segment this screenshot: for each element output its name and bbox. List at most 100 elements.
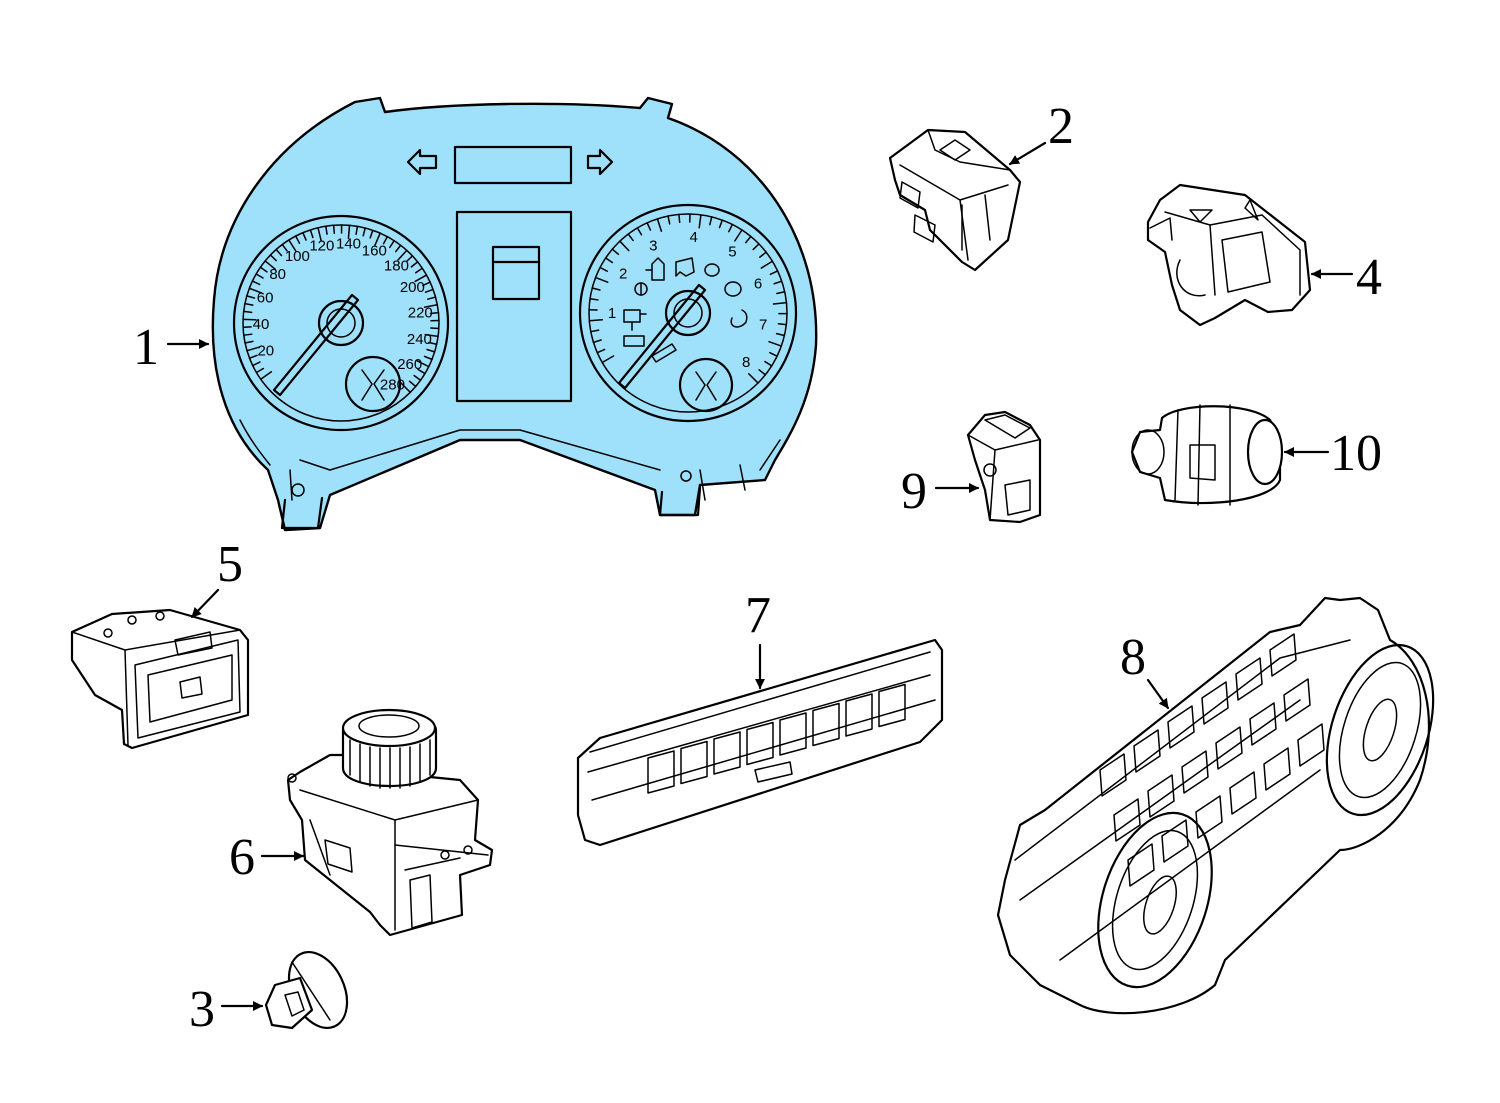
gauge-tick xyxy=(397,249,408,261)
gauge-tick xyxy=(424,333,439,338)
small-switch-9[interactable] xyxy=(966,410,1042,524)
gauge-tick xyxy=(355,225,359,236)
switch-module-2[interactable] xyxy=(888,128,1022,272)
gauge-tick xyxy=(423,304,439,308)
panel-button xyxy=(1127,843,1155,887)
gauge-tick xyxy=(775,332,786,337)
gauge-tick xyxy=(426,348,436,353)
gauge-tick xyxy=(294,235,301,244)
gauge-tick xyxy=(259,266,268,273)
gauge-tick xyxy=(604,257,614,264)
panel-button xyxy=(812,702,840,747)
push-clip-3[interactable] xyxy=(264,943,358,1037)
gauge-tick xyxy=(288,239,297,252)
gauge-tick xyxy=(243,333,253,336)
top-display xyxy=(453,145,573,185)
connector-block-4[interactable] xyxy=(1146,183,1312,327)
gauge-tick xyxy=(389,239,395,249)
gauge-tick xyxy=(601,355,615,364)
gauge-tick xyxy=(619,240,630,252)
callout-arrows xyxy=(166,141,1354,1011)
panel-button xyxy=(1235,657,1263,701)
gauge-tick xyxy=(627,233,634,242)
switch-bezel-5[interactable] xyxy=(70,608,250,750)
gauge-tick xyxy=(317,226,322,242)
left-temperature-dial xyxy=(1097,811,1213,989)
gauge-tick xyxy=(698,214,702,229)
gauge-tick xyxy=(416,360,430,368)
gauge-tick xyxy=(414,274,428,283)
gauge-tick xyxy=(594,276,609,283)
gauge-tick xyxy=(589,298,599,301)
gauge-tick xyxy=(590,329,600,333)
gauge-tick xyxy=(678,213,681,224)
gauge-tick xyxy=(248,287,263,294)
gauge-tick xyxy=(246,346,261,352)
panel-button xyxy=(680,740,708,785)
climate-control-8[interactable] xyxy=(996,596,1453,1015)
gauge-label: 240 xyxy=(407,331,432,348)
gauge-tick xyxy=(325,225,328,235)
panel-button xyxy=(1167,705,1195,749)
callout-3: 3 xyxy=(189,981,215,1038)
panel-button xyxy=(878,683,906,728)
gauge-label: 140 xyxy=(336,235,361,252)
gauge-tick xyxy=(369,229,374,239)
switch-panel-7[interactable] xyxy=(576,638,944,847)
gauge-tick xyxy=(248,354,258,359)
callout-10: 10 xyxy=(1330,425,1382,482)
panel-button xyxy=(1215,726,1243,770)
gauge-tick xyxy=(773,280,783,285)
gauge-label: 200 xyxy=(400,279,425,296)
panel-button xyxy=(713,731,741,775)
callout-6: 6 xyxy=(229,829,255,886)
panel-button xyxy=(1283,678,1311,722)
gauge-tick xyxy=(302,231,307,241)
gauge-label: 180 xyxy=(384,257,409,274)
gauge-tick xyxy=(374,232,381,246)
gauge-tick xyxy=(382,235,389,245)
gauge-label: 6 xyxy=(754,275,762,292)
panel-button xyxy=(1195,795,1223,839)
gauge-tick xyxy=(709,216,713,226)
gauge-tick xyxy=(413,374,422,381)
gauge-label: 8 xyxy=(742,354,750,371)
gauge-tick xyxy=(251,280,261,286)
gauge-label: 80 xyxy=(269,266,286,283)
panel-button xyxy=(1269,633,1297,677)
gauge-label: 60 xyxy=(257,290,274,307)
gauge-tick xyxy=(734,229,743,242)
callout-arrow-5 xyxy=(190,588,220,619)
gauge-tick xyxy=(255,273,264,279)
gauge-tick xyxy=(395,244,402,253)
gauge-tick xyxy=(400,382,412,394)
gauge-tick xyxy=(599,266,608,272)
panel-button xyxy=(647,750,675,794)
gauge-label: 100 xyxy=(285,248,310,265)
instrument-cluster-body xyxy=(211,96,818,532)
gauge-tick xyxy=(769,351,778,357)
gauge-tick xyxy=(428,341,438,345)
gauge-tick xyxy=(760,260,774,269)
round-knob-10[interactable] xyxy=(1130,404,1284,506)
gauge-tick xyxy=(244,302,254,306)
gauge-tick xyxy=(410,261,419,268)
callout-arrow-2 xyxy=(1008,141,1047,166)
rotary-controller-6[interactable] xyxy=(286,708,494,937)
gauge-tick xyxy=(744,235,752,244)
panel-button xyxy=(1263,747,1291,791)
gauge-tick xyxy=(423,355,433,361)
gauge-tick xyxy=(592,339,602,344)
panel-button xyxy=(779,712,807,756)
center-display xyxy=(455,210,573,403)
gauge-tick xyxy=(255,367,265,374)
gauge-tick xyxy=(422,281,431,287)
gauge-tick xyxy=(777,322,788,326)
callout-7: 7 xyxy=(745,587,771,644)
gauge-tick xyxy=(764,360,773,367)
